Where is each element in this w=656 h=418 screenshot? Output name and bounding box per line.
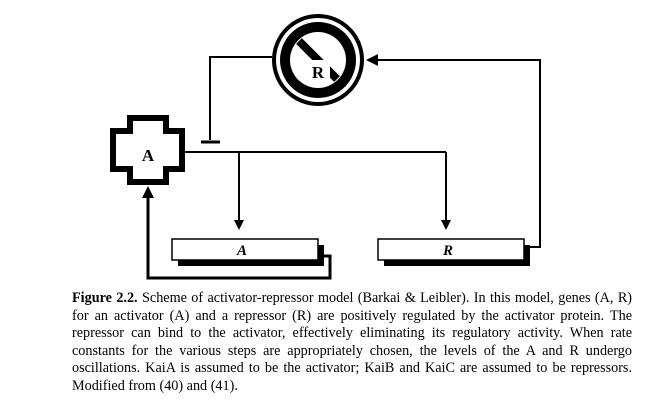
activation-lines	[182, 151, 451, 230]
gene-a-label: A	[236, 243, 247, 259]
gene-r-label: R	[442, 243, 453, 259]
gene-r-expression-arrow	[366, 54, 541, 248]
activator-repressor-diagram: R A A R	[110, 14, 541, 280]
gene-r-box: R	[377, 238, 530, 266]
activator-label: A	[142, 146, 155, 165]
caption-text: Scheme of activator-repressor model (Bar…	[72, 290, 633, 394]
figure-label: Figure 2.2.	[72, 290, 138, 306]
repressor-node: R	[272, 14, 364, 106]
gene-a-box: A	[171, 238, 324, 266]
activator-node: A	[110, 115, 185, 185]
repressor-label: R	[312, 63, 325, 82]
figure-caption: Figure 2.2. Scheme of activator-represso…	[72, 290, 632, 396]
inhibition-line	[201, 56, 272, 144]
gene-a-expression-arrow	[142, 186, 332, 280]
